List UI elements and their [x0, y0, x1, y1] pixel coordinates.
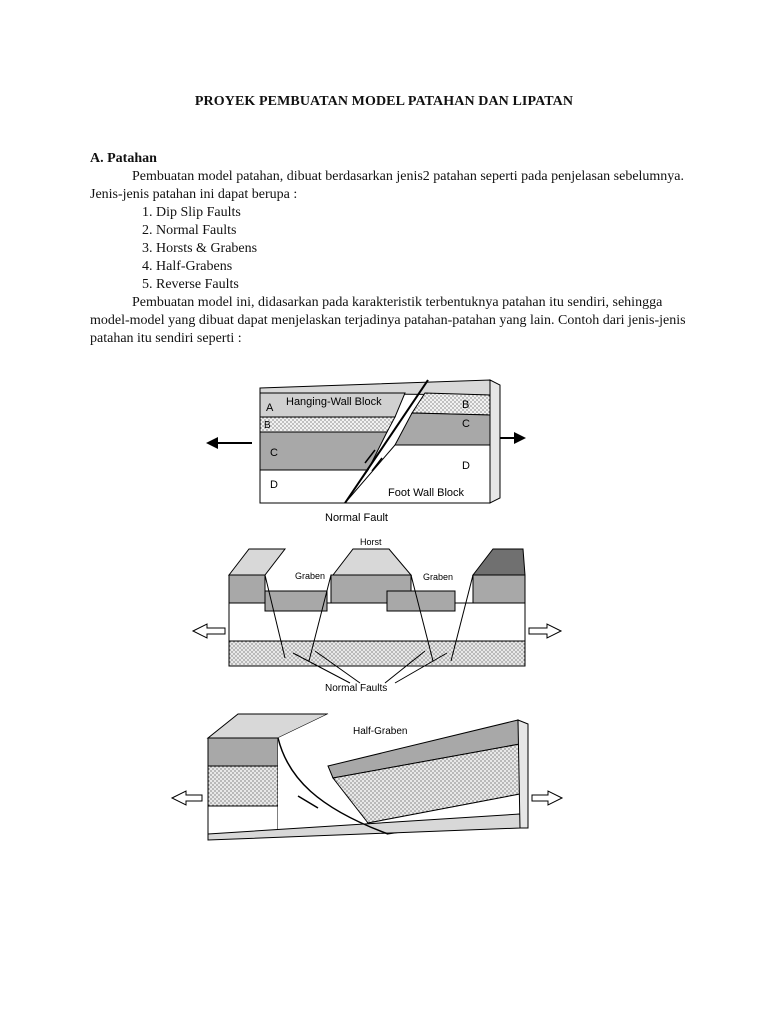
list-item: 4. Half-Grabens: [142, 259, 233, 274]
page-title: PROYEK PEMBUATAN MODEL PATAHAN DAN LIPAT…: [194, 94, 574, 109]
bottom-dotted-layer: [228, 640, 526, 667]
hanging-wall-label: Hanging-Wall Block: [286, 396, 382, 408]
horst-graben-diagram: Horst Graben Graben Normal Faults: [191, 537, 563, 694]
list-item: 2. Normal Faults: [142, 223, 237, 238]
fault-line: [264, 574, 286, 659]
pointer-line: [292, 652, 351, 684]
block-side-face: [489, 379, 501, 504]
fault-line: [450, 574, 474, 662]
fault-line: [344, 379, 429, 504]
fault-line: [410, 574, 434, 662]
half-graben-side-face: [517, 719, 529, 829]
layer-b-label: B: [264, 420, 271, 431]
graben-right-label: Graben: [423, 572, 453, 582]
figure-horst-graben: Horst Graben Graben Normal Faults: [185, 533, 575, 703]
left-arrow: [170, 790, 203, 806]
layer-d-label: D: [270, 479, 278, 491]
layer-c-label: C: [270, 447, 278, 459]
horst-label: Horst: [360, 537, 382, 547]
document-body: A. Patahan Pembuatan model patahan, dibu…: [90, 150, 690, 348]
footwall-white-layer: [207, 805, 279, 835]
foot-wall-label: Foot Wall Block: [388, 487, 465, 499]
figure-half-graben: Half-Graben: [168, 708, 568, 853]
right-block-top: [471, 548, 526, 576]
normal-faults-label: Normal Faults: [325, 683, 387, 694]
right-arrow: [531, 790, 564, 806]
graben-left-label: Graben: [295, 571, 325, 581]
fault-wedge: [278, 714, 368, 834]
layer-d-right-label: D: [462, 460, 470, 472]
layer-b-right-label: B: [462, 399, 469, 411]
section-heading: A. Patahan: [90, 151, 157, 166]
pointer-line: [384, 650, 426, 684]
left-block-top: [227, 548, 287, 576]
left-graben-fill: [264, 590, 328, 612]
horst-top: [331, 548, 413, 576]
left-arrow-head: [206, 437, 218, 449]
horst-front: [330, 574, 412, 604]
fault-line: [308, 574, 332, 662]
list-item: 3. Horsts & Grabens: [142, 241, 258, 256]
paragraph-intro: Pembuatan model patahan, dibuat berdasar…: [90, 169, 685, 202]
footwall-dotted-layer: [207, 765, 279, 807]
figure-normal-fault: Hanging-Wall Block A B C D B C D Foot Wa…: [200, 375, 540, 535]
right-arrow: [528, 623, 563, 639]
listric-fault-line: [277, 737, 389, 835]
layer-c-right-label: C: [462, 418, 470, 430]
left-block-front: [228, 574, 266, 604]
half-graben-diagram: Half-Graben: [170, 713, 564, 841]
slip-arrow-down: [371, 457, 383, 472]
paragraph-examples: Pembuatan model ini, didasarkan pada kar…: [90, 295, 686, 346]
slip-arrow-up: [364, 449, 376, 464]
layer-c-right: [394, 412, 491, 446]
right-block-front: [472, 574, 526, 604]
right-arrow-head: [514, 432, 526, 444]
pointer-line: [314, 650, 361, 684]
left-arrow: [191, 623, 226, 639]
footwall-grey-layer: [207, 737, 279, 767]
list-item: 1. Dip Slip Faults: [142, 205, 241, 220]
right-graben-fill: [386, 590, 456, 612]
figure-caption: Normal Fault: [325, 512, 388, 524]
slip-arrow: [297, 795, 319, 809]
layer-b-right: [411, 392, 491, 416]
fault-type-list: 1. Dip Slip Faults 2. Normal Faults 3. H…: [90, 204, 690, 294]
pointer-line: [394, 652, 448, 684]
list-item: 5. Reverse Faults: [142, 277, 239, 292]
half-graben-label: Half-Graben: [353, 726, 407, 737]
layer-b-left: [259, 416, 396, 433]
layer-a-label: A: [266, 402, 274, 414]
layer-c-left: [259, 431, 388, 471]
normal-fault-diagram: Hanging-Wall Block A B C D B C D Foot Wa…: [206, 379, 526, 524]
